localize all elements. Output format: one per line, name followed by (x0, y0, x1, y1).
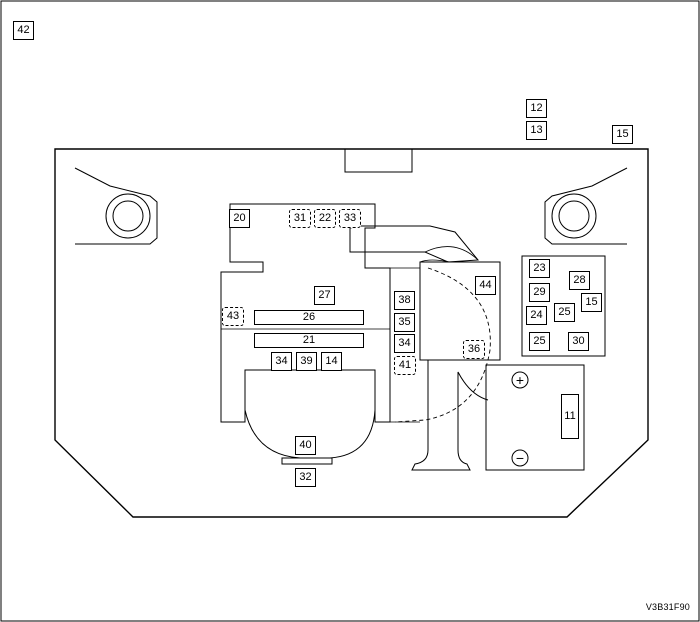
callout-31: 31 (289, 209, 311, 228)
battery-negative-label: − (516, 450, 524, 466)
battery-positive-terminal (511, 371, 529, 389)
callout-15-top: 15 (612, 125, 633, 144)
callout-28: 28 (569, 271, 590, 290)
callout-20: 20 (229, 209, 250, 228)
callout-25-lower: 25 (529, 332, 550, 351)
figure-code: V3B31F90 (645, 602, 690, 612)
front-tab (344, 149, 413, 173)
callout-32: 32 (295, 468, 316, 487)
callout-33: 33 (339, 209, 361, 228)
callout-25-upper: 25 (554, 303, 575, 322)
callout-36: 36 (463, 340, 485, 359)
compartment-outline (54, 148, 649, 518)
callout-13: 13 (526, 121, 547, 140)
air-cleaner-stand (411, 360, 489, 471)
callout-23: 23 (529, 259, 550, 278)
callout-34-column: 34 (394, 334, 415, 353)
callout-38: 38 (394, 291, 415, 310)
callout-21: 21 (254, 333, 364, 348)
callout-40: 40 (295, 436, 316, 455)
callout-41: 41 (394, 356, 416, 375)
callout-24: 24 (526, 306, 547, 325)
callout-15-box: 15 (581, 293, 602, 312)
battery-positive-label: + (516, 372, 524, 388)
intake-duct (349, 225, 480, 263)
callout-39: 39 (296, 352, 317, 371)
callout-44: 44 (475, 276, 496, 295)
callout-12: 12 (526, 99, 547, 118)
callout-27: 27 (314, 286, 335, 305)
callout-14: 14 (321, 352, 342, 371)
right-strut-mount (544, 167, 628, 245)
callout-30: 30 (568, 332, 589, 351)
callout-22: 22 (314, 209, 336, 228)
callout-11: 11 (561, 394, 579, 439)
callout-29: 29 (529, 283, 550, 302)
callout-43: 43 (222, 307, 244, 326)
callout-26: 26 (254, 310, 364, 325)
air-cleaner (419, 261, 501, 361)
relay-box (521, 255, 606, 357)
left-strut-mount (74, 167, 158, 245)
callout-35: 35 (394, 313, 415, 332)
hidden-hose (394, 267, 491, 423)
battery-negative-terminal (511, 449, 529, 467)
callout-34-engine: 34 (271, 352, 292, 371)
callout-42: 42 (13, 21, 34, 40)
battery (485, 364, 585, 471)
